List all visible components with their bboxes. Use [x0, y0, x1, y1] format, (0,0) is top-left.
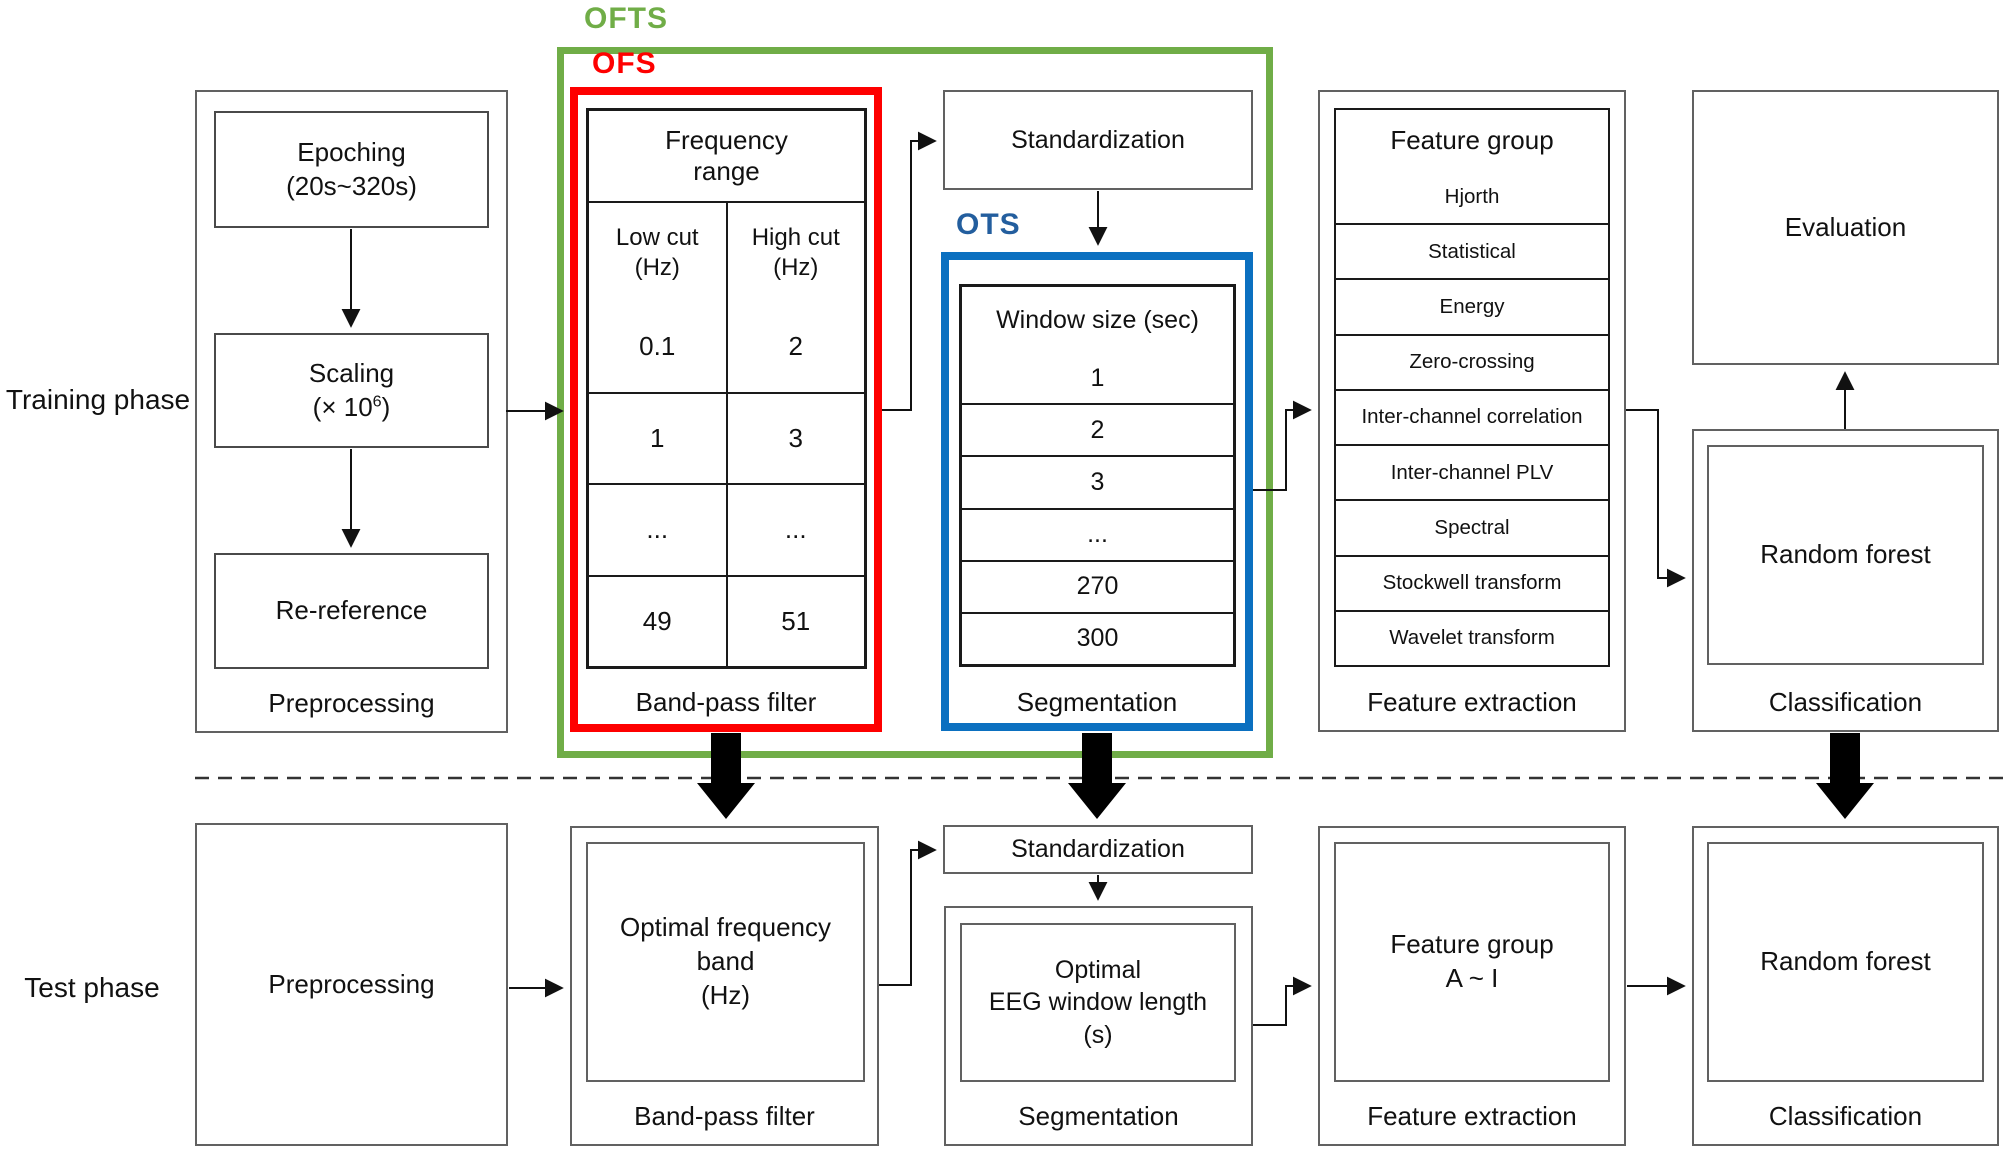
test-classification-label: Classification: [1768, 1101, 1923, 1131]
feature-group-a-i-box: Feature group A ~ I: [1334, 842, 1610, 1082]
feature-group-value: Energy: [1439, 295, 1505, 319]
window-size-value: ...: [1087, 520, 1108, 549]
training-standardization-box: Standardization: [943, 90, 1253, 190]
test-standardization-box: Standardization: [943, 825, 1253, 874]
scaling-line1: Scaling: [308, 357, 395, 388]
feature-group-value: Inter-channel correlation: [1361, 405, 1583, 429]
block-arrow-classifier-to-test: [1816, 733, 1874, 819]
frequency-table-row: 1 3: [589, 391, 865, 483]
feature-group-row: Inter-channel PLV: [1336, 444, 1608, 499]
window-size-table: Window size (sec) 1 2 3 ... 270 300: [959, 284, 1236, 667]
test-preprocessing-box: Preprocessing: [195, 823, 508, 1146]
test-phase-label: Test phase: [24, 972, 160, 1003]
test-feature-extraction-label: Feature extraction: [1367, 1101, 1577, 1131]
frequency-table-row: 0.1 2: [589, 302, 864, 392]
training-bandpass-label: Band-pass filter: [635, 686, 817, 717]
feature-group-header-row: Feature group: [1336, 110, 1608, 170]
high-cut-value: 51: [725, 576, 865, 666]
feature-group-row: Statistical: [1336, 223, 1608, 278]
block-arrow-ots-to-test: [1068, 733, 1126, 819]
frequency-table-row: ... ...: [589, 483, 864, 575]
frequency-table-row: 49 51: [589, 574, 865, 666]
low-cut-header: Low cut (Hz): [615, 223, 699, 281]
high-cut-header: High cut (Hz): [725, 203, 865, 302]
frequency-table-header: Frequency range: [665, 125, 788, 186]
window-size-value: 300: [1076, 624, 1119, 653]
optimal-frequency-band-box: Optimal frequency band (Hz): [586, 842, 865, 1082]
test-random-forest-box: Random forest: [1707, 842, 1984, 1082]
scaling-superscript: 6: [372, 391, 382, 410]
window-size-body: 1 2 3 ... 270 300: [962, 353, 1233, 664]
window-size-value: 3: [1090, 467, 1105, 496]
ofts-label: OFTS: [584, 2, 668, 35]
training-classification-label: Classification: [1768, 687, 1923, 717]
window-size-row: 3: [962, 455, 1233, 507]
training-segmentation-label: Segmentation: [1016, 686, 1178, 717]
training-feature-extraction-label: Feature extraction: [1367, 687, 1577, 717]
window-size-header-row: Window size (sec): [962, 287, 1233, 353]
window-size-row: 270: [962, 559, 1233, 612]
feature-group-row: Stockwell transform: [1336, 554, 1608, 610]
evaluation-box: Evaluation: [1692, 90, 1999, 365]
low-cut-value: 0.1: [639, 331, 676, 362]
feature-group-row: Energy: [1336, 278, 1608, 333]
window-size-row: 1: [962, 353, 1233, 403]
training-phase-label: Training phase: [5, 384, 191, 415]
feature-group-body: Hjorth Statistical Energy Zero-crossing …: [1336, 170, 1608, 665]
arrow-test-segmentation-to-feature-extraction: [1253, 976, 1312, 1026]
window-size-header: Window size (sec): [996, 305, 1199, 334]
feature-group-value: Spectral: [1434, 515, 1510, 539]
feature-group-value: Statistical: [1428, 239, 1516, 263]
window-size-row: ...: [962, 507, 1233, 560]
high-cut-value: ...: [725, 485, 865, 575]
high-cut-value: 3: [725, 393, 865, 483]
ofs-label: OFS: [592, 47, 657, 80]
window-size-value: 1: [1090, 363, 1105, 392]
block-arrow-ofs-to-test: [697, 733, 755, 819]
window-size-row: 300: [962, 611, 1233, 664]
arrow-segmentation-to-feature-extraction: [1253, 400, 1312, 491]
epoching-box: Epoching (20s~320s): [214, 111, 489, 228]
feature-group-table: Feature group Hjorth Statistical Energy …: [1334, 108, 1610, 667]
window-size-value: 270: [1076, 572, 1119, 601]
feature-group-row: Zero-crossing: [1336, 333, 1608, 389]
feature-group-value: Wavelet transform: [1389, 626, 1555, 650]
arrow-feature-extraction-to-classification: [1626, 409, 1686, 588]
test-segmentation-label: Segmentation: [1018, 1101, 1179, 1131]
optimal-eeg-window-length-box: Optimal EEG window length (s): [960, 923, 1236, 1082]
low-cut-value: 1: [650, 422, 665, 453]
feature-group-row: Hjorth: [1336, 170, 1608, 223]
feature-group-value: Stockwell transform: [1382, 571, 1562, 595]
scaling-line2: (× 106): [312, 391, 391, 422]
rereference-box: Re-reference: [214, 553, 489, 669]
feature-group-row: Wavelet transform: [1336, 609, 1608, 665]
feature-group-value: Hjorth: [1444, 184, 1500, 208]
ots-label: OTS: [956, 208, 1021, 241]
feature-group-row: Spectral: [1336, 499, 1608, 554]
frequency-table-body: 0.1 2 1 3 ... ... 49 51: [589, 302, 864, 666]
frequency-table-header-row: Frequency range: [589, 111, 864, 201]
feature-group-value: Inter-channel PLV: [1390, 460, 1554, 484]
low-cut-value: 49: [642, 605, 672, 636]
test-bandpass-label: Band-pass filter: [634, 1101, 815, 1131]
high-cut-value: 2: [725, 302, 865, 392]
arrow-bandpass-to-standardization: [882, 131, 937, 411]
feature-group-row: Inter-channel correlation: [1336, 388, 1608, 444]
arrow-test-bandpass-to-standardization: [879, 840, 937, 986]
scaling-box: Scaling (× 106): [214, 333, 489, 448]
low-cut-value: ...: [646, 514, 669, 545]
feature-group-value: Zero-crossing: [1409, 350, 1535, 374]
window-size-value: 2: [1090, 415, 1105, 444]
training-preprocessing-label: Preprocessing: [268, 688, 435, 718]
frequency-table-subheader-row: Low cut (Hz) High cut (Hz): [589, 201, 864, 302]
window-size-row: 2: [962, 403, 1233, 455]
feature-group-header: Feature group: [1390, 124, 1554, 155]
frequency-table: Frequency range Low cut (Hz) High cut (H…: [586, 108, 867, 669]
training-random-forest-box: Random forest: [1707, 445, 1984, 665]
